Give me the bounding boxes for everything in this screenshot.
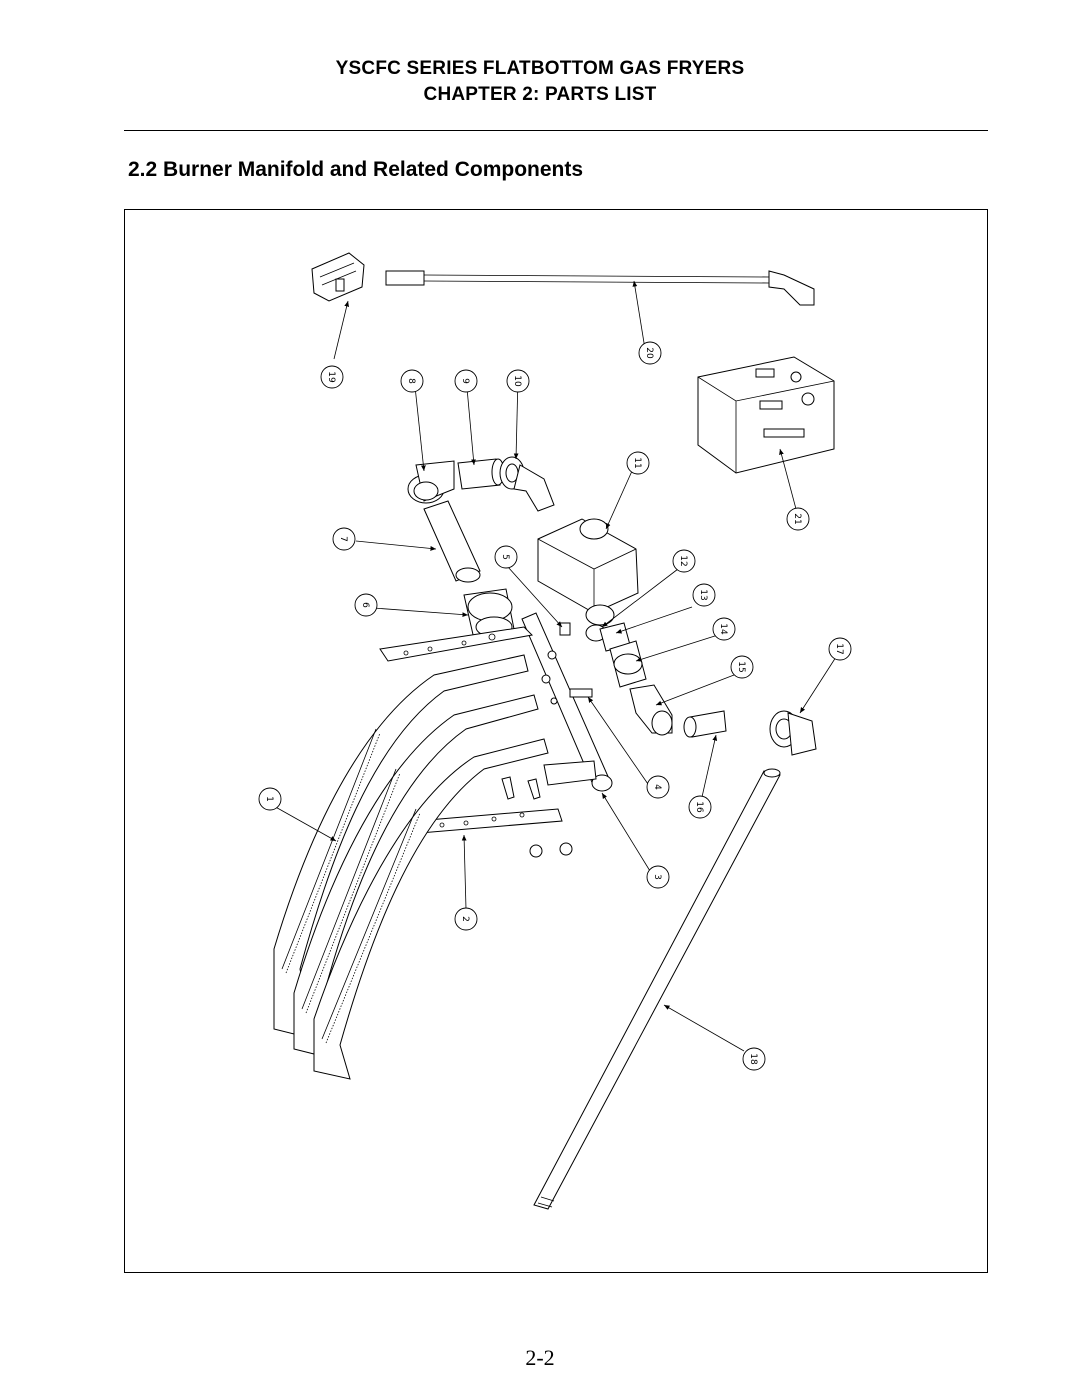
callout-2: 2 — [454, 907, 478, 931]
svg-text:20: 20 — [644, 347, 654, 359]
diagram-frame — [124, 209, 988, 1273]
ignition-module-part — [697, 356, 835, 474]
callout-17: 17 — [828, 637, 852, 661]
svg-text:5: 5 — [500, 554, 510, 560]
pipe-nipple-part — [423, 500, 481, 583]
mounting-bracket-part — [379, 626, 534, 662]
nipple-fitting-part — [457, 458, 505, 490]
pipe-elbow-part — [769, 710, 817, 756]
svg-text:16: 16 — [694, 801, 704, 813]
svg-text:8: 8 — [406, 378, 416, 384]
svg-text:19: 19 — [326, 371, 336, 383]
svg-text:12: 12 — [678, 555, 688, 566]
igniter-wire-part — [385, 270, 815, 306]
callout-6: 6 — [354, 593, 378, 617]
burner-tubes-part — [273, 654, 549, 1080]
section-title: 2.2 Burner Manifold and Related Componen… — [128, 158, 584, 181]
callout-20: 20 — [638, 341, 662, 365]
exploded-parts-diagram: 1 2 3 4 5 6 7 8 9 10 11 12 13 14 15 16 1… — [258, 252, 852, 1210]
callout-14: 14 — [712, 617, 736, 641]
callout-12: 12 — [672, 549, 696, 573]
tube-elbow-part — [629, 684, 673, 736]
valve-plug-part — [559, 622, 571, 636]
svg-text:11: 11 — [632, 457, 642, 468]
svg-text:6: 6 — [360, 602, 370, 608]
callout-19: 19 — [320, 365, 344, 389]
callout-5: 5 — [494, 545, 518, 569]
document-header-series: YSCFC SERIES FLATBOTTOM GAS FRYERS — [335, 58, 745, 79]
svg-text:18: 18 — [748, 1053, 758, 1065]
burner-manifold-part — [521, 612, 613, 792]
pilot-bracket-part — [311, 252, 365, 302]
svg-text:1: 1 — [264, 796, 274, 802]
callout-bubbles: 1 2 3 4 5 6 7 8 9 10 11 12 13 14 15 16 1… — [258, 341, 852, 1071]
svg-text:14: 14 — [718, 623, 728, 635]
street-elbow-part — [499, 456, 555, 512]
callout-13: 13 — [692, 583, 716, 607]
svg-text:13: 13 — [698, 589, 708, 600]
callout-15: 15 — [730, 655, 754, 679]
svg-text:15: 15 — [736, 661, 746, 672]
regulator-fitting-part — [609, 640, 647, 688]
callout-21: 21 — [786, 507, 810, 531]
callout-18: 18 — [742, 1047, 766, 1071]
svg-text:9: 9 — [460, 378, 470, 384]
pipe-coupling-part — [683, 710, 727, 738]
svg-text:10: 10 — [512, 375, 522, 387]
callout-11: 11 — [626, 451, 650, 475]
svg-text:7: 7 — [338, 536, 348, 542]
callout-8: 8 — [400, 369, 424, 393]
page-number: 2-2 — [525, 1345, 555, 1370]
svg-text:21: 21 — [792, 513, 802, 524]
document-header-chapter: CHAPTER 2: PARTS LIST — [423, 84, 657, 105]
callout-10: 10 — [506, 369, 530, 393]
pipe-union-part — [463, 588, 515, 640]
svg-text:3: 3 — [652, 874, 662, 880]
leader-lines — [271, 280, 837, 1052]
svg-text:17: 17 — [834, 643, 844, 654]
callout-1: 1 — [258, 787, 282, 811]
callout-16: 16 — [688, 795, 712, 819]
supply-pipe-part — [533, 768, 781, 1210]
gas-valve-part — [537, 518, 639, 626]
svg-text:4: 4 — [652, 784, 662, 790]
callout-9: 9 — [454, 369, 478, 393]
header-divider — [124, 130, 988, 131]
callout-7: 7 — [332, 527, 356, 551]
callout-3: 3 — [646, 865, 670, 889]
elbow-fitting-part — [407, 460, 455, 504]
bolts-and-nuts-part — [501, 776, 573, 858]
svg-text:2: 2 — [460, 916, 470, 922]
callout-4: 4 — [646, 775, 670, 799]
